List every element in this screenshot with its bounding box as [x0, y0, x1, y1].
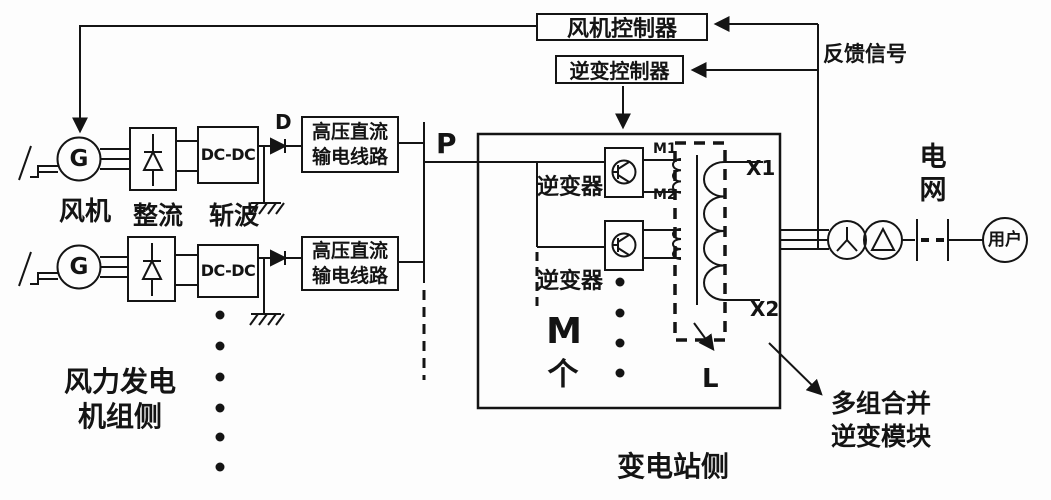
ground-symbol-2 — [249, 258, 285, 326]
generator-symbol-2: G — [69, 253, 89, 280]
l-label: L — [702, 364, 719, 394]
feedback-signal-label: 反馈信号 — [823, 42, 907, 66]
dcdc-label-2: DC-DC — [200, 261, 256, 280]
l-arrow — [693, 322, 715, 351]
rectifier-diode-1 — [142, 134, 164, 186]
threephase-lines-2 — [100, 256, 128, 278]
threephase-lines-1 — [100, 148, 130, 170]
diode-d-label: D — [275, 110, 292, 134]
grid-caption-line2: 网 — [919, 175, 947, 206]
hvdc-box-1 — [301, 116, 399, 173]
hvdc1-line1: 高压直流 — [311, 121, 388, 143]
primary-coil-1 — [672, 158, 682, 194]
dcdc-label-1: DC-DC — [200, 145, 256, 164]
fan-controller-label: 风机控制器 — [566, 17, 677, 42]
module-pointer-arrow — [768, 342, 823, 396]
rectifier-diode-2 — [141, 243, 163, 296]
generator-circle-1 — [56, 136, 102, 182]
m-unit-label: 个 — [547, 357, 579, 393]
wind-input-2 — [18, 251, 58, 287]
inverter-label-2: 逆变器 — [537, 269, 604, 294]
substation-caption: 变电站侧 — [617, 450, 730, 483]
hvdc1-line2: 输电线路 — [311, 146, 388, 168]
module-caption-line2: 逆变模块 — [831, 422, 932, 451]
dcdc-box-1 — [197, 126, 259, 184]
wind-side-caption-line2: 机组侧 — [77, 400, 162, 433]
generator-circle-2 — [56, 244, 102, 290]
m1-label: M1 — [653, 141, 677, 157]
hvdc-box-2 — [301, 236, 399, 291]
dcdc-box-2 — [197, 244, 259, 298]
rectifier-box-1 — [129, 127, 177, 191]
hvdc2-line1: 高压直流 — [311, 240, 388, 262]
inverter-module-dashed-box — [673, 141, 727, 342]
substation-output-bus — [780, 229, 829, 250]
wind-input-1 — [18, 145, 58, 181]
wind-side-caption-line1: 风力发电 — [63, 365, 176, 398]
series-diode-2 — [270, 249, 288, 267]
more-inverters-dots — [615, 277, 625, 378]
x2-label: X2 — [750, 297, 780, 321]
inverter-transistor-icon-2 — [611, 232, 637, 258]
transformer-icon — [827, 220, 903, 260]
p-label: P — [436, 127, 457, 160]
module-caption-line1: 多组合并 — [831, 389, 932, 418]
inverter-label-1: 逆变器 — [537, 175, 604, 200]
more-generators-dots — [215, 310, 225, 472]
secondary-coil — [703, 161, 725, 301]
grid-caption-line1: 电 — [919, 142, 947, 173]
user-circle — [982, 217, 1028, 263]
inverter-controller-label: 逆变控制器 — [569, 59, 670, 83]
rectifier-label: 整流 — [133, 201, 184, 230]
generator-symbol-1: G — [69, 145, 89, 172]
hvdc-label-1: 高压直流 输电线路 — [303, 119, 397, 171]
wind-side-caption: 风力发电 机组侧 — [40, 364, 200, 434]
rectifier-box-2 — [127, 236, 176, 302]
fan-label: 风机 — [59, 197, 112, 227]
user-label: 用户 — [988, 229, 1022, 250]
inverter-transistor-icon-1 — [611, 159, 637, 185]
fan-controller-box: 风机控制器 — [536, 13, 708, 42]
substation-box — [476, 132, 782, 410]
grid-caption: 电 网 — [914, 141, 952, 207]
chopper-label: 斩波 — [209, 201, 260, 230]
fan-controller-wire — [72, 25, 536, 134]
m-count-label: M — [546, 311, 582, 352]
ground-symbol-1 — [249, 146, 285, 215]
inverter-box-1 — [604, 147, 644, 198]
feedback-wires — [690, 16, 819, 249]
primary-coil-2 — [672, 228, 682, 260]
hvdc2-line2: 输电线路 — [311, 265, 388, 287]
inverter-box-2 — [604, 220, 644, 271]
m2-label: M2 — [653, 187, 677, 203]
series-diode-1 — [270, 137, 288, 155]
inverter-controller-box: 逆变控制器 — [555, 55, 684, 84]
x1-label: X1 — [746, 156, 776, 180]
hvdc-label-2: 高压直流 输电线路 — [303, 239, 397, 289]
module-caption: 多组合并 逆变模块 — [831, 387, 931, 453]
